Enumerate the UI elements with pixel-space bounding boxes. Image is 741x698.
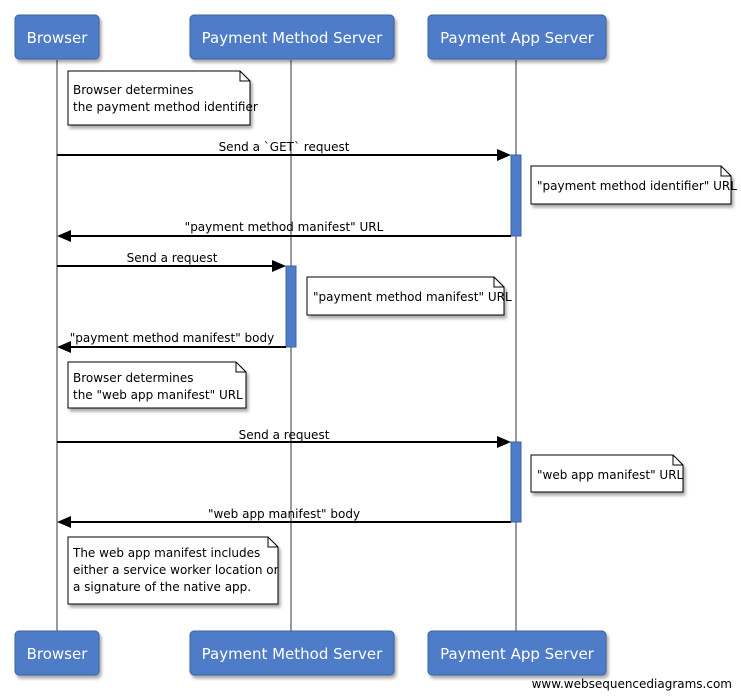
message-4-label: "payment method manifest" body xyxy=(70,331,275,345)
note-1-line-1: Browser determines xyxy=(73,83,194,97)
note-3-line-1: "payment method manifest" URL xyxy=(313,290,512,304)
watermark: www.websequencediagrams.com xyxy=(532,677,732,691)
actor-payment-app-server-top-label: Payment App Server xyxy=(440,29,595,47)
note-6-line-3: a signature of the native app. xyxy=(73,580,251,594)
actor-payment-app-server-bottom: Payment App Server xyxy=(427,630,607,676)
note-4-line-2: the "web app manifest" URL xyxy=(73,388,243,402)
note-web-app-manifest-url: "web app manifest" URL xyxy=(530,454,684,493)
note-browser-determines-web-app-manifest-url: Browser determines the "web app manifest… xyxy=(67,361,247,409)
message-1-label: Send a `GET` request xyxy=(219,140,350,154)
note-browser-determines-identifier: Browser determines the payment method id… xyxy=(67,70,258,126)
actor-payment-method-server-top: Payment Method Server xyxy=(189,14,395,60)
activation-payment-app-server-2 xyxy=(510,441,522,523)
actor-payment-method-server-bottom-label: Payment Method Server xyxy=(202,645,383,663)
note-6-line-1: The web app manifest includes xyxy=(72,546,260,560)
message-send-request-to-pms: Send a request xyxy=(57,251,286,272)
note-2-line-1: "payment method identifier" URL xyxy=(537,179,737,193)
actor-payment-app-server-top: Payment App Server xyxy=(427,14,607,60)
message-2-label: "payment method manifest" URL xyxy=(185,220,384,234)
message-payment-method-manifest-url: "payment method manifest" URL xyxy=(57,220,511,242)
message-send-request-to-pas: Send a request xyxy=(57,428,511,448)
actor-payment-method-server-bottom: Payment Method Server xyxy=(189,630,395,676)
message-send-get-request: Send a `GET` request xyxy=(57,140,511,161)
note-payment-method-manifest-url: "payment method manifest" URL xyxy=(306,276,512,316)
message-5-label: Send a request xyxy=(239,428,330,442)
note-web-app-manifest-includes: The web app manifest includes either a s… xyxy=(67,536,279,605)
actor-payment-app-server-bottom-label: Payment App Server xyxy=(440,645,595,663)
actor-browser-bottom-label: Browser xyxy=(27,645,89,663)
actor-payment-method-server-top-label: Payment Method Server xyxy=(202,29,383,47)
note-payment-method-identifier-url: "payment method identifier" URL xyxy=(530,165,737,205)
note-1-line-2: the payment method identifier xyxy=(73,100,258,114)
message-web-app-manifest-body: "web app manifest" body xyxy=(57,507,511,528)
message-3-label: Send a request xyxy=(127,251,218,265)
activation-payment-method-server xyxy=(285,265,297,348)
note-5-line-1: "web app manifest" URL xyxy=(537,468,684,482)
note-4-line-1: Browser determines xyxy=(73,371,194,385)
message-payment-method-manifest-body: "payment method manifest" body xyxy=(57,331,286,353)
actor-browser-top: Browser xyxy=(14,14,100,60)
activation-payment-app-server-1 xyxy=(510,154,522,237)
actor-browser-top-label: Browser xyxy=(27,29,89,47)
message-6-label: "web app manifest" body xyxy=(208,507,360,521)
note-6-line-2: either a service worker location or xyxy=(73,563,279,577)
actor-browser-bottom: Browser xyxy=(14,630,100,676)
